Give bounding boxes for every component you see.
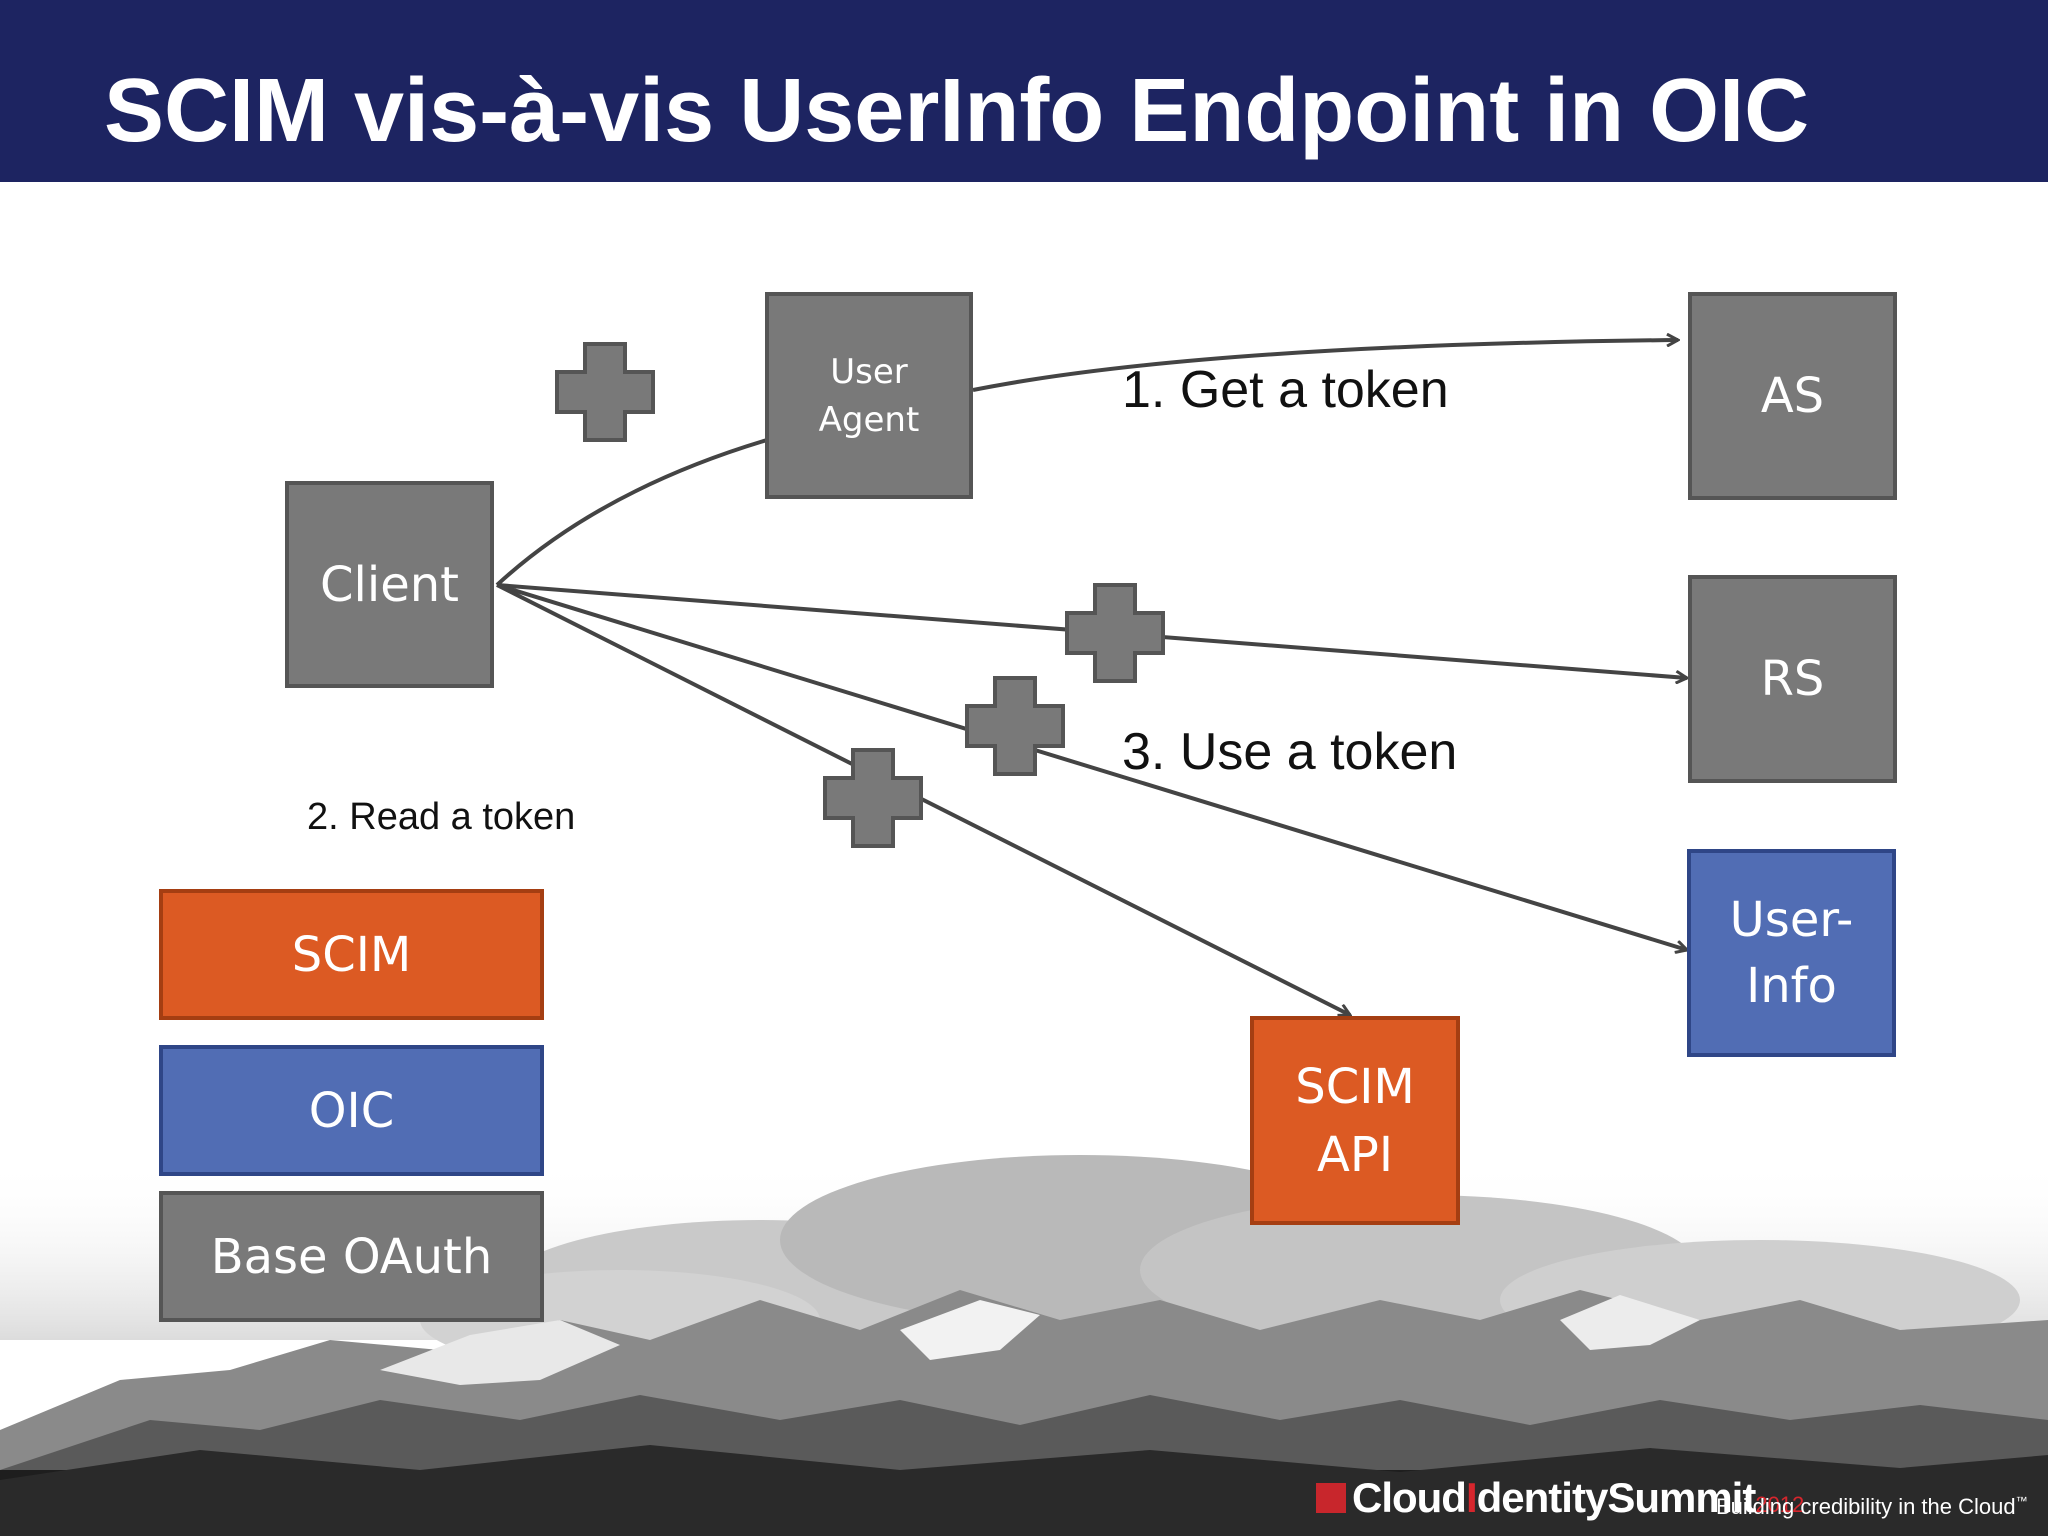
mountain-range (0, 1290, 2048, 1536)
footer-year: 2012 (1755, 1492, 1805, 1517)
stack-oic: OIC (159, 1045, 544, 1176)
edge-client-userinfo (496, 583, 1687, 950)
node-as: AS (1688, 292, 1897, 500)
brand-summit: Summit (1607, 1474, 1756, 1521)
node-scim-api: SCIM API (1250, 1016, 1460, 1225)
plus-icon (555, 342, 655, 442)
footer-brand: CloudIdentitySummit2012 (1352, 1474, 1804, 1522)
plus-shapes (555, 342, 1165, 848)
footer-tagline: Building credibility in the Cloud™ (1716, 1494, 2028, 1519)
plus-icon (823, 748, 923, 848)
footer-logo-badge (1316, 1483, 1346, 1513)
node-client: Client (285, 481, 494, 688)
plus-icon (1065, 583, 1165, 683)
node-rs: RS (1688, 575, 1897, 783)
plus-icon (965, 676, 1065, 776)
node-user-agent: User Agent (765, 292, 973, 499)
stack-scim: SCIM (159, 889, 544, 1020)
label-use-token: 3. Use a token (1122, 723, 1458, 781)
edge-client-useragent (495, 438, 768, 587)
brand-dentity: dentity (1476, 1474, 1609, 1521)
brand-i: I (1465, 1474, 1478, 1521)
label-read-token: 2. Read a token (307, 796, 576, 838)
title-bar (0, 0, 2048, 182)
node-userinfo: User- Info (1687, 849, 1896, 1057)
stack-base-oauth: Base OAuth (159, 1191, 544, 1322)
edge-useragent-as (972, 340, 1678, 392)
slide-title: SCIM vis-à-vis UserInfo Endpoint in OIC (104, 61, 1810, 161)
label-get-token: 1. Get a token (1122, 361, 1449, 419)
brand-cloud: Cloud (1352, 1474, 1467, 1521)
edge-client-scimapi (496, 583, 1350, 1015)
connectors (495, 340, 1687, 1015)
